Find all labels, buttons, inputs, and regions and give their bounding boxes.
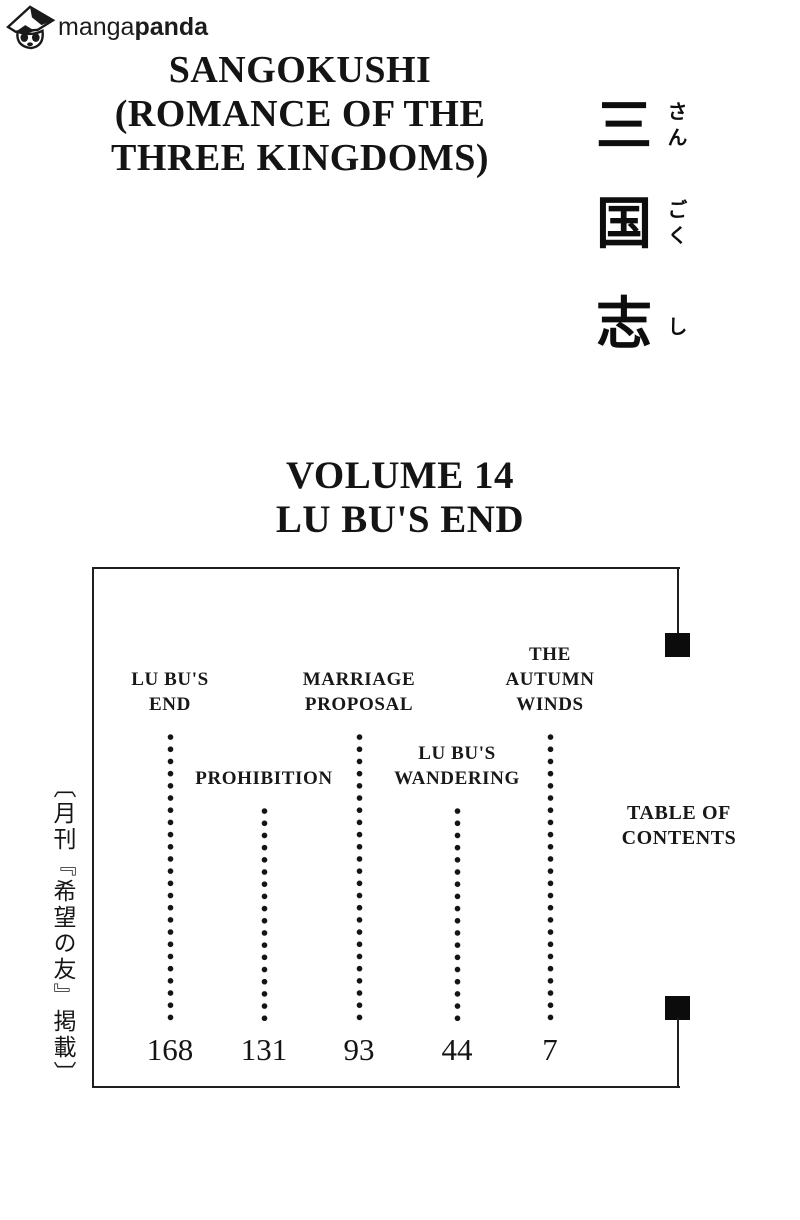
black-square-bottom [665, 996, 690, 1020]
toc-label-line1: TABLE OF [627, 802, 731, 824]
japanese-title-char: 志 し [596, 294, 691, 356]
series-title: SANGOKUSHI (ROMANCE OF THE THREE KINGDOM… [80, 48, 520, 180]
chapter-page-number: 44 [441, 1032, 473, 1067]
furigana: し [664, 316, 688, 342]
kanji: 国 [596, 192, 652, 257]
series-title-line3: THREE KINGDOMS) [110, 137, 490, 179]
black-square-top [665, 633, 690, 657]
kanji: 志 [596, 292, 652, 357]
volume-number: VOLUME 14 [286, 454, 514, 497]
connector-line-bottom [677, 1018, 679, 1086]
dots-leader [546, 731, 554, 1021]
kanji: 三 [596, 94, 652, 159]
toc-label: TABLE OF CONTENTS [612, 801, 746, 851]
logo-text-bold: panda [134, 12, 209, 41]
logo-text-regular: manga [58, 12, 135, 41]
connector-line-top [677, 567, 679, 635]
japanese-title-char: 三 さん [596, 96, 691, 158]
toc-label-line2: CONTENTS [621, 827, 737, 849]
chapter-page-number: 7 [542, 1032, 558, 1067]
dots-leader [166, 731, 174, 1021]
chapter-page-number: 131 [240, 1032, 288, 1067]
chapter-page-number: 168 [146, 1032, 194, 1067]
dots-leader [355, 731, 363, 1021]
chapter-title: PROHIBITION [195, 768, 333, 789]
volume-title: LU BU'S END [275, 498, 525, 541]
logo-wordmark: mangapanda [58, 13, 208, 42]
series-title-line2: (ROMANCE OF THE [114, 93, 486, 135]
publication-side-note: 〔月刊『希望の友』掲載〕 [49, 775, 75, 1087]
panda-paper-hat-icon [6, 5, 56, 50]
volume-heading: VOLUME 14 LU BU'S END [0, 454, 800, 542]
toc-entry: PROHIBITION 131 [184, 569, 344, 1086]
japanese-title-char: 国 ごく [596, 194, 691, 256]
dots-leader [260, 805, 268, 1021]
dots-leader [453, 805, 461, 1021]
furigana: ごく [664, 199, 688, 251]
japanese-title: 三 さん 国 ごく 志 し [596, 96, 706, 386]
site-logo[interactable]: mangapanda [6, 4, 208, 50]
chapter-page-number: 93 [343, 1032, 375, 1067]
furigana: さん [664, 101, 688, 153]
series-title-line1: SANGOKUSHI [168, 49, 432, 91]
